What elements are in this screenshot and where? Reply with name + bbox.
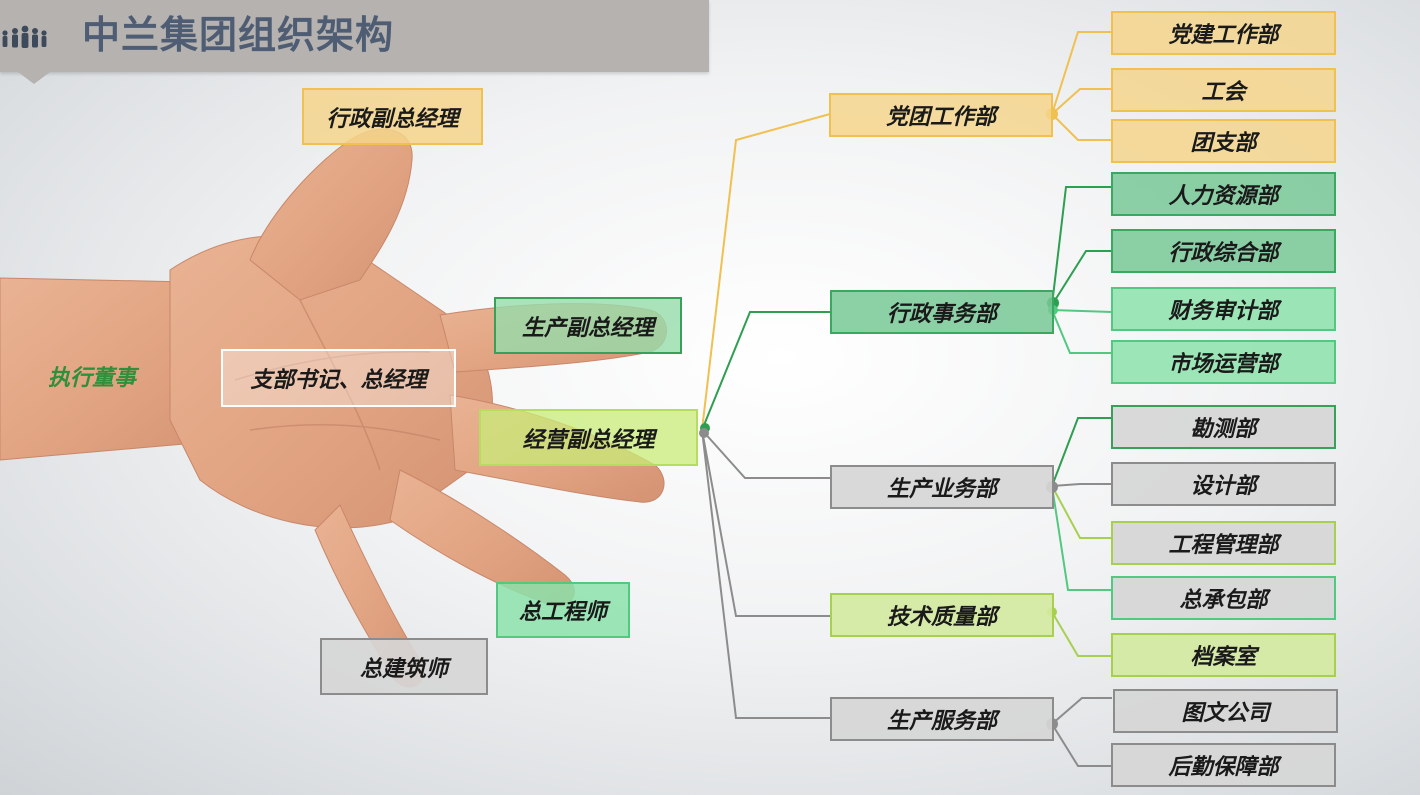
people-group-icon (2, 25, 47, 48)
biz-vp-box[interactable]: 经营副总经理 (479, 409, 698, 466)
unit-finance-audit-box[interactable]: 财务审计部 (1111, 287, 1336, 331)
unit-hr-box[interactable]: 人力资源部 (1111, 172, 1336, 216)
unit-archives-box[interactable]: 档案室 (1111, 633, 1336, 677)
dept-tech-quality-box[interactable]: 技术质量部 (830, 593, 1054, 637)
dept-production-box[interactable]: 生产业务部 (830, 465, 1054, 509)
unit-engineering-mgmt-box[interactable]: 工程管理部 (1111, 521, 1336, 565)
unit-admin-general-box[interactable]: 行政综合部 (1111, 229, 1336, 273)
dept-prod-service-box[interactable]: 生产服务部 (830, 697, 1054, 741)
page-title: 中兰集团组织架构 (82, 12, 395, 57)
title-notch (18, 72, 50, 84)
unit-survey-box[interactable]: 勘测部 (1111, 405, 1336, 449)
unit-union-box[interactable]: 工会 (1111, 68, 1336, 112)
prod-vp-box[interactable]: 生产副总经理 (494, 297, 682, 354)
unit-party-building-box[interactable]: 党建工作部 (1111, 11, 1336, 55)
dept-admin-box[interactable]: 行政事务部 (830, 290, 1054, 334)
unit-graphics-company-box[interactable]: 图文公司 (1113, 689, 1338, 733)
unit-youth-league-box[interactable]: 团支部 (1111, 119, 1336, 163)
chief-engineer-box[interactable]: 总工程师 (496, 582, 630, 638)
chief-architect-box[interactable]: 总建筑师 (320, 638, 488, 695)
unit-general-contract-box[interactable]: 总承包部 (1111, 576, 1336, 620)
exec-director-label: 执行董事 (48, 366, 137, 391)
unit-design-box[interactable]: 设计部 (1111, 462, 1336, 506)
unit-market-ops-box[interactable]: 市场运营部 (1111, 340, 1336, 384)
dept-party-box[interactable]: 党团工作部 (829, 93, 1053, 137)
admin-vp-box[interactable]: 行政副总经理 (302, 88, 483, 145)
title-bar: 中兰集团组织架构 (0, 0, 709, 84)
secretary-gm-box[interactable]: 支部书记、总经理 (221, 349, 456, 407)
unit-logistics-box[interactable]: 后勤保障部 (1111, 743, 1336, 787)
